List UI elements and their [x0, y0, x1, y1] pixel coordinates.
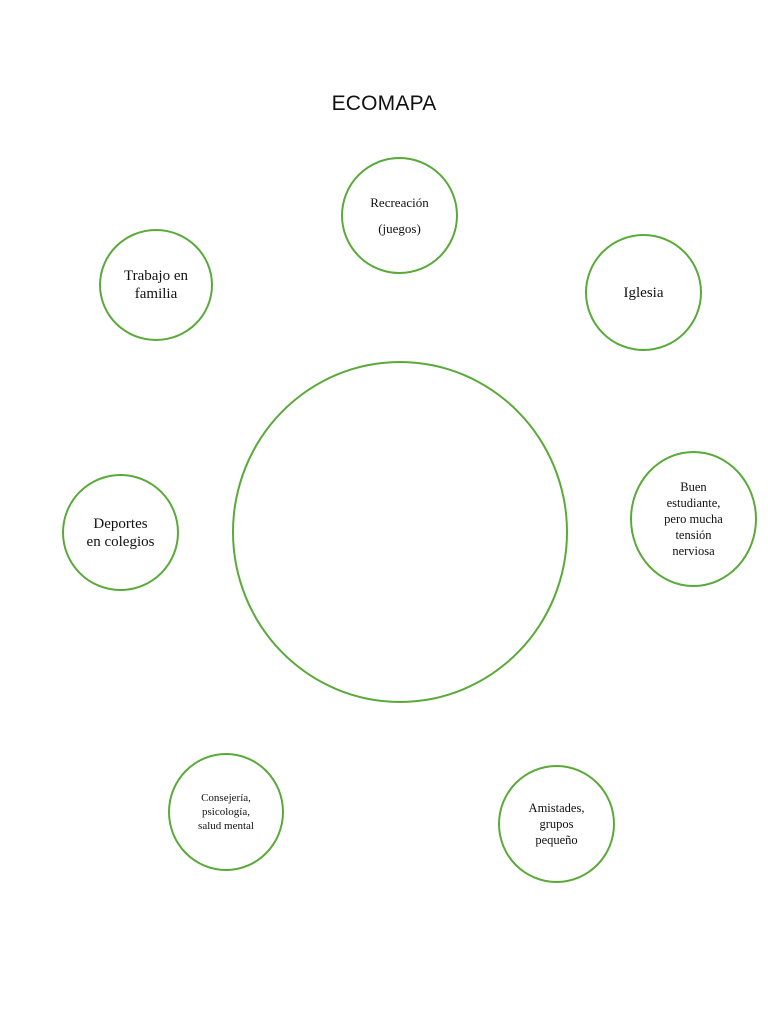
node-consejeria-label: Consejería, psicología, salud mental — [198, 792, 254, 832]
node-consejeria: Consejería, psicología, salud mental — [168, 753, 284, 871]
node-iglesia-label: Iglesia — [623, 284, 664, 301]
node-deportes-en-colegios-label: Deportes en colegios — [86, 515, 155, 550]
node-buen-estudiante-label: Buen estudiante, pero mucha tensión nerv… — [664, 480, 723, 558]
node-amistades-label: Amistades, grupos pequeño — [528, 801, 585, 847]
node-deportes-en-colegios: Deportes en colegios — [62, 474, 179, 591]
page-title: ECOMAPA — [331, 92, 437, 115]
node-iglesia: Iglesia — [585, 234, 702, 351]
node-trabajo-en-familia-label: Trabajo en familia — [123, 268, 189, 302]
node-trabajo-en-familia: Trabajo en familia — [99, 229, 213, 341]
node-recreacion-label: Recreación (juegos) — [370, 194, 429, 236]
node-amistades: Amistades, grupos pequeño — [498, 765, 615, 883]
center-circle — [232, 361, 568, 703]
node-buen-estudiante: Buen estudiante, pero mucha tensión nerv… — [630, 451, 757, 587]
node-recreacion: Recreación (juegos) — [341, 157, 458, 274]
